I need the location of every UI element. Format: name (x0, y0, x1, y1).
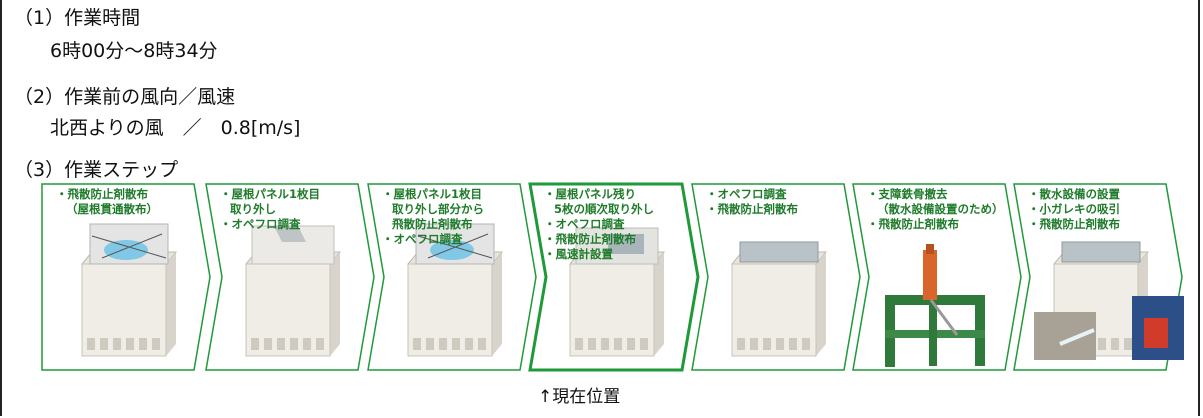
step-text-line: 取り外し部分から (392, 202, 484, 216)
step-text-line: ・オペフロ調査 (706, 187, 787, 201)
step-text-line: ・オペフロ調査 (382, 232, 463, 246)
step-text: ・支障鉄骨撤去（散水設備設置のため）・飛散防止剤散布 (867, 187, 1004, 231)
step-text-line: ・屋根パネル1枚目 (382, 187, 482, 201)
step-text-line: 取り外し (230, 202, 276, 216)
step-1: ・飛散防止剤散布（屋根貫通散布） (41, 183, 211, 371)
step-text: ・屋根パネル1枚目取り外し部分から飛散防止剤散布・オペフロ調査 (382, 187, 484, 246)
step-2: ・屋根パネル1枚目取り外し・オペフロ調査 (205, 183, 375, 371)
step-text-line: ・屋根パネル残り (544, 187, 636, 201)
step-text-line: ・オペフロ調査 (544, 217, 625, 231)
step-3: ・屋根パネル1枚目取り外し部分から飛散防止剤散布・オペフロ調査 (367, 183, 537, 371)
step-text-line: ・飛散防止剤散布 (56, 187, 148, 201)
step-text-line: ・散水設備の設置 (1028, 187, 1120, 201)
step-text-line: ・飛散防止剤散布 (544, 232, 636, 246)
step-text-line: ・風速計設置 (544, 247, 613, 261)
step-text-line: （屋根貫通散布） (66, 202, 158, 216)
step-6: ・支障鉄骨撤去（散水設備設置のため）・飛散防止剤散布 (852, 183, 1022, 371)
step-text-line: 飛散防止剤散布 (391, 217, 473, 231)
step-text: ・飛散防止剤散布（屋根貫通散布） (56, 187, 158, 216)
section-2-value: 北西よりの風 ／ 0.8[m/s] (50, 117, 301, 139)
step-text-line: （散水設備設置のため） (877, 202, 1004, 216)
section-1-value: 6時00分～8時34分 (50, 40, 218, 62)
step-text: ・散水設備の設置・小ガレキの吸引・飛散防止剤散布 (1028, 187, 1120, 231)
step-text-line: ・支障鉄骨撤去 (867, 187, 948, 201)
current-position-label: ↑現在位置 (538, 387, 621, 407)
section-2-title: （2）作業前の風向／風速 (14, 86, 236, 108)
step-5: ・オペフロ調査・飛散防止剤散布 (691, 183, 861, 371)
step-text-line: ・飛散防止剤散布 (1028, 217, 1120, 231)
step-text-line: ・屋根パネル1枚目 (220, 187, 320, 201)
step-text-line: ・飛散防止剤散布 (867, 217, 959, 231)
step-text: ・屋根パネル1枚目取り外し・オペフロ調査 (220, 187, 320, 231)
step-text-line: ・オペフロ調査 (220, 217, 301, 231)
step-text-line: ・小ガレキの吸引 (1028, 202, 1120, 216)
step-text-line: ・飛散防止剤散布 (706, 202, 798, 216)
step-text: ・オペフロ調査・飛散防止剤散布 (706, 187, 798, 216)
section-3-title: （3）作業ステップ (14, 159, 179, 181)
step-text-line: 5枚の順次取り外し (554, 202, 654, 216)
step-7: ・散水設備の設置・小ガレキの吸引・飛散防止剤散布 (1013, 183, 1184, 371)
section-1-title: （1）作業時間 (14, 7, 141, 29)
